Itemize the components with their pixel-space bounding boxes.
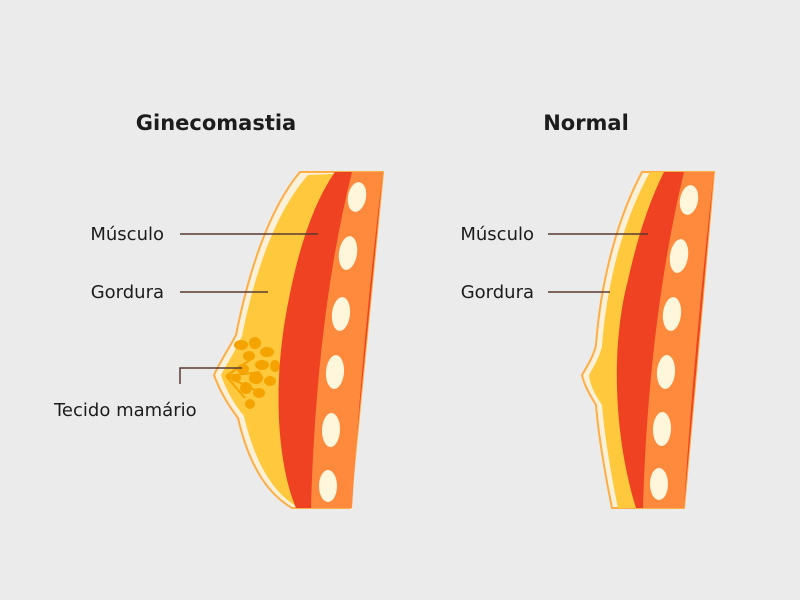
- normal-illustration: [580, 171, 716, 509]
- normal-muscle-label: Músculo: [460, 224, 534, 245]
- mammary-tissue-leader: [179, 367, 242, 384]
- normal-fat-label: Gordura: [461, 282, 534, 303]
- gynecomastia-fat-label: Gordura: [91, 282, 164, 303]
- mammary-tissue-label: Tecido mamário: [53, 400, 197, 421]
- normal-ribs: [650, 185, 699, 500]
- gynecomastia-ribs: [319, 182, 367, 502]
- gynecomastia-illustration: [212, 171, 385, 509]
- gynecomastia-muscle-label: Músculo: [90, 224, 164, 245]
- gynecomastia-title: Ginecomastia: [136, 111, 296, 135]
- normal-title: Normal: [543, 111, 629, 135]
